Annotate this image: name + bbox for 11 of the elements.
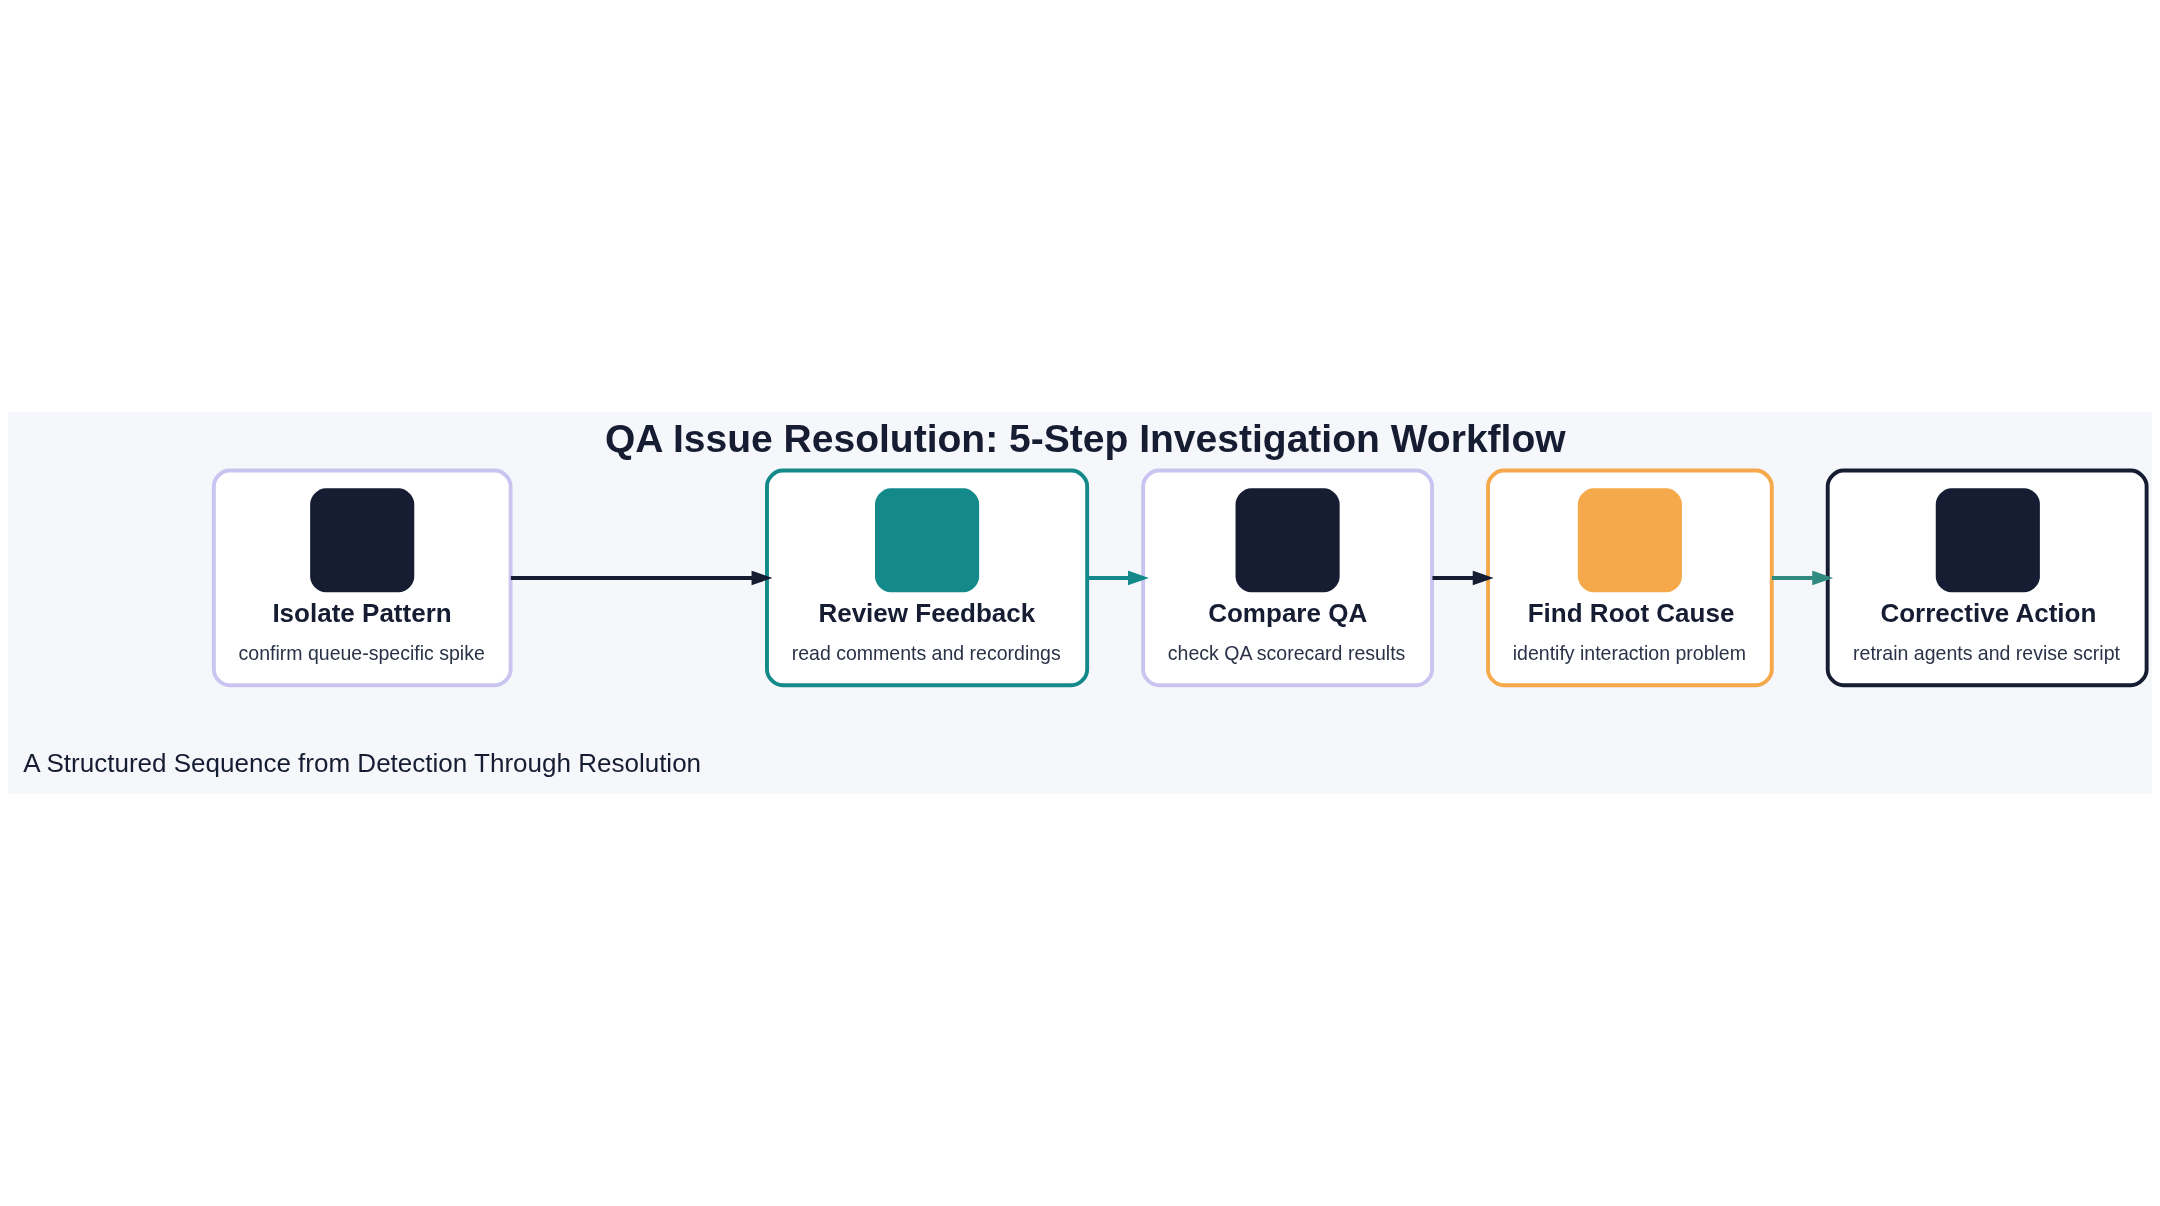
arrow [510, 570, 773, 586]
label: A Structured Sequence from Detection Through Resolution [23, 747, 702, 778]
node-box: Corrective Action retrain agents and revise script [1825, 468, 2149, 688]
node-box: Review Feedback read comments and recordings [765, 468, 1090, 688]
node-box: Compare QA check QA scorecard results [1141, 468, 1434, 688]
arrow [1087, 570, 1149, 586]
arrow [1432, 570, 1494, 586]
arrow [1771, 570, 1834, 586]
diagram-title: QA Issue Resolution: 5-Step Investigation Workflow [604, 417, 1566, 461]
node-box: Isolate Pattern confirm queue-specific spike [211, 468, 513, 688]
node-box: Find Root Cause identify interaction problem [1486, 468, 1774, 688]
